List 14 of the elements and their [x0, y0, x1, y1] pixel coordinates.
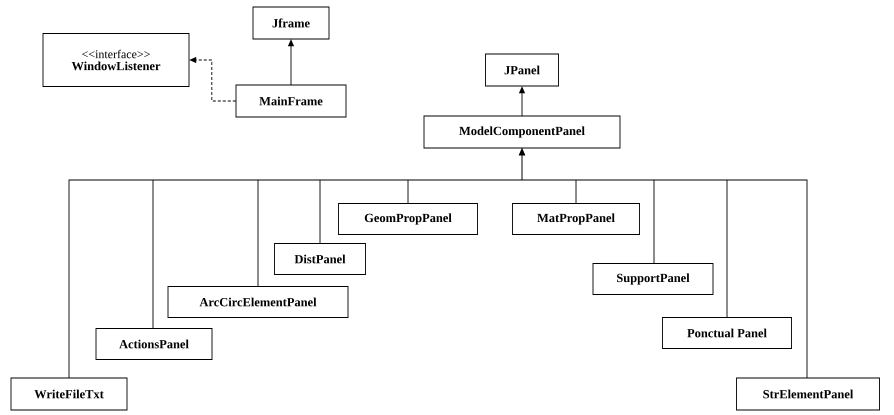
class-box: StrElementPanel	[736, 378, 880, 410]
class-box: WriteFileTxt	[10, 378, 128, 410]
class-box: SupportPanel	[592, 263, 714, 295]
class-box: MainFrame	[236, 84, 346, 118]
class-box: MatPropPanel	[512, 203, 640, 235]
class-box: JPanel	[485, 54, 559, 86]
class-box: GeomPropPanel	[338, 203, 478, 235]
class-box: DistPanel	[274, 243, 366, 275]
class-box: ActionsPanel	[96, 328, 212, 360]
class-box: Jframe	[252, 6, 330, 40]
class-box: Ponctual Panel	[662, 317, 792, 349]
class-box: ArcCircElementPanel	[168, 286, 348, 318]
class-box: ModelComponentPanel	[424, 116, 620, 148]
class-box: <<interface>> WindowListener	[42, 33, 190, 87]
